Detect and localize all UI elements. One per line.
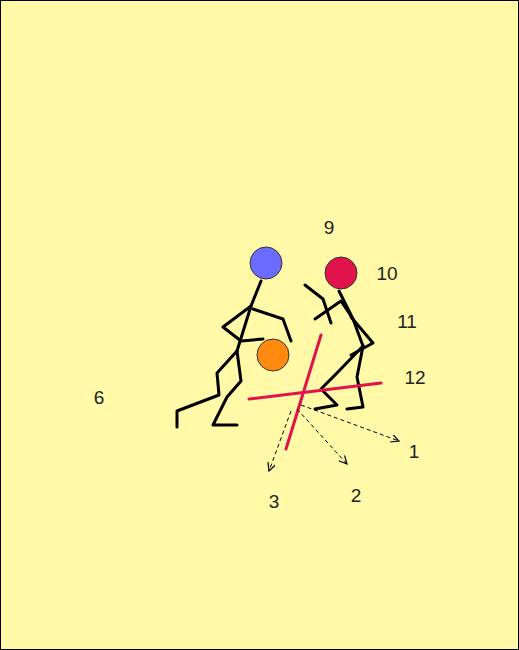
callout-number: 2 bbox=[351, 486, 362, 505]
callout-number: 9 bbox=[324, 218, 335, 237]
callout-number: 11 bbox=[397, 312, 417, 331]
callout-number: 6 bbox=[94, 388, 105, 407]
callout-number: 1 bbox=[409, 442, 420, 461]
callout-number: 3 bbox=[269, 492, 280, 511]
callout-number: 10 bbox=[376, 264, 397, 283]
callout-number: 12 bbox=[404, 368, 425, 387]
